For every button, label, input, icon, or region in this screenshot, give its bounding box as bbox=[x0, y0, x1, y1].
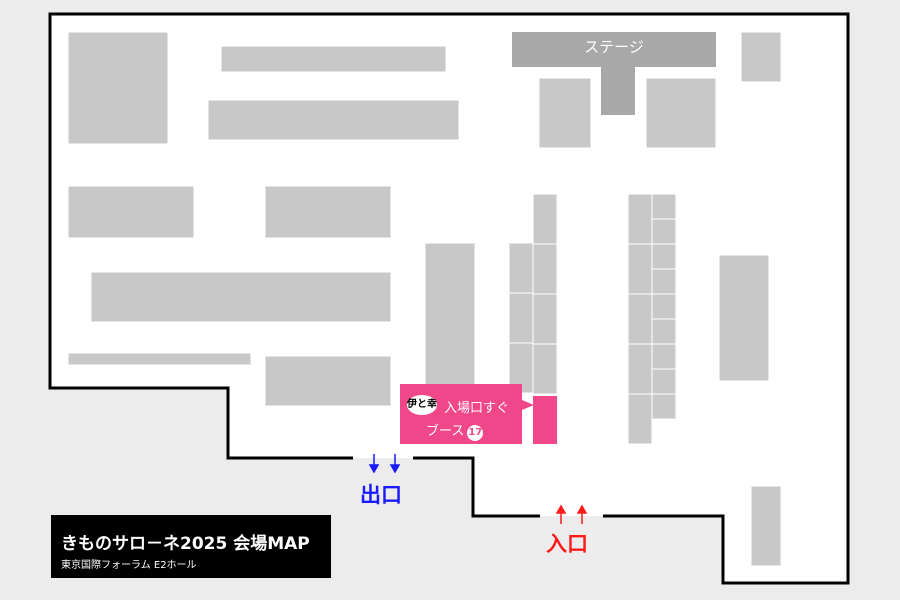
booth bbox=[424, 242, 476, 386]
booth bbox=[532, 193, 558, 245]
booth bbox=[67, 31, 169, 145]
exit-label: 出口 bbox=[360, 483, 402, 507]
map-title: きものサロ－ネ2025 会場MAP bbox=[61, 534, 310, 554]
exit-arrows bbox=[368, 454, 401, 474]
hall-wall bbox=[413, 456, 540, 518]
booth bbox=[538, 77, 592, 149]
booth bbox=[651, 218, 677, 245]
booth bbox=[651, 268, 677, 295]
booth bbox=[651, 343, 677, 370]
entry-arrows bbox=[555, 504, 588, 524]
booth bbox=[645, 77, 717, 149]
booth bbox=[627, 293, 653, 345]
booth-number-badge: 17 bbox=[467, 425, 484, 441]
booth bbox=[67, 352, 252, 366]
callout-pointer bbox=[522, 400, 534, 410]
booth bbox=[264, 185, 392, 239]
booth bbox=[750, 485, 782, 567]
callout-line2: ブース bbox=[426, 424, 465, 439]
booth bbox=[508, 242, 534, 294]
booth bbox=[508, 292, 534, 344]
venue-subtitle: 東京国際フォーラム E2ホール bbox=[61, 560, 197, 571]
brand-logo: 伊と幸 bbox=[407, 395, 437, 415]
entry-label: 入口 bbox=[546, 532, 588, 556]
stage-label: ステージ bbox=[584, 38, 644, 56]
callout-line1: 入場口すぐ bbox=[444, 401, 510, 416]
booth bbox=[627, 243, 653, 295]
booth bbox=[627, 193, 653, 245]
booth bbox=[651, 193, 677, 220]
stage bbox=[512, 32, 716, 67]
booth bbox=[264, 355, 392, 407]
booth bbox=[740, 31, 782, 83]
booth bbox=[627, 343, 653, 395]
booth bbox=[651, 393, 677, 420]
hall-wall bbox=[48, 12, 850, 585]
stage-runway bbox=[601, 66, 635, 115]
booth bbox=[532, 343, 558, 395]
booth bbox=[207, 99, 460, 141]
booth bbox=[220, 45, 447, 73]
booth bbox=[651, 368, 677, 395]
title-box: きものサロ－ネ2025 会場MAP 東京国際フォーラム E2ホール bbox=[51, 515, 331, 578]
booth bbox=[532, 243, 558, 295]
booth bbox=[627, 393, 653, 445]
booth bbox=[651, 293, 677, 320]
booth bbox=[651, 318, 677, 345]
booth bbox=[718, 254, 770, 382]
booth bbox=[651, 243, 677, 270]
booth bbox=[90, 271, 392, 323]
booth bbox=[67, 185, 195, 239]
booth-17-highlight[interactable] bbox=[533, 396, 557, 444]
booth bbox=[532, 293, 558, 345]
